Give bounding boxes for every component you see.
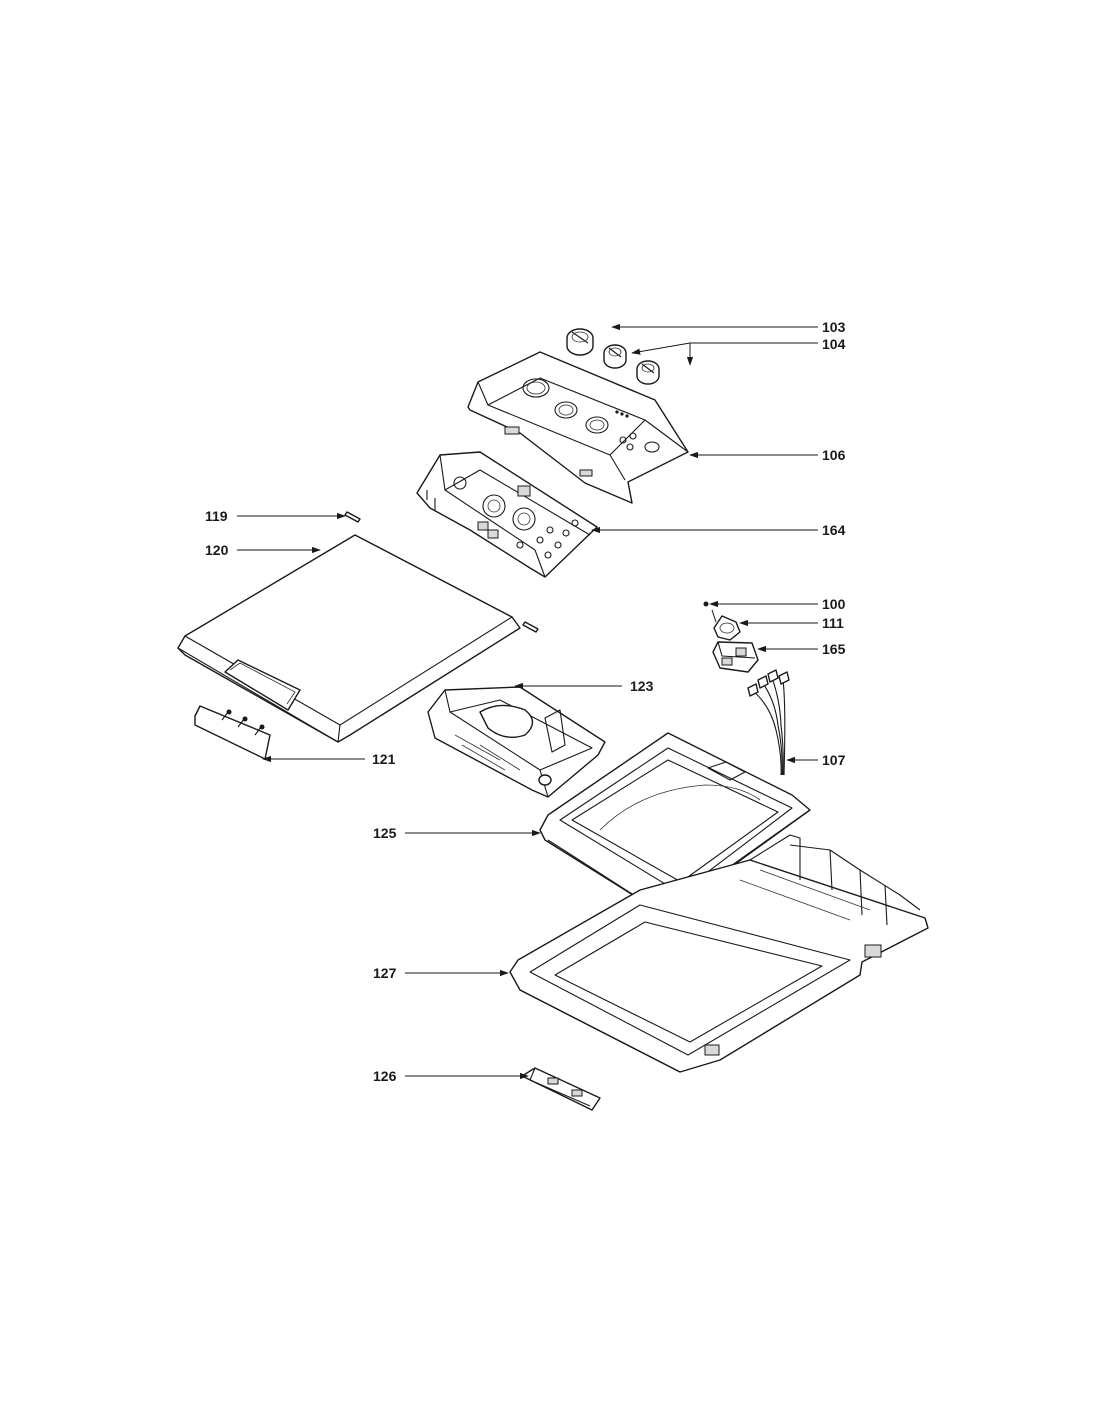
callout-100: 100 — [822, 596, 846, 612]
part-107-wire-harness — [747, 669, 790, 776]
part-121-lid-handle — [194, 705, 271, 760]
callout-111: 111 — [822, 615, 844, 631]
callout-119: 119 — [205, 508, 228, 524]
callout-104: 104 — [822, 336, 846, 352]
part-165-lid-switch — [712, 641, 759, 673]
leader-104a — [631, 342, 691, 355]
callout-165: 165 — [822, 641, 846, 657]
callout-labels: 103 104 106 164 119 120 100 111 165 123 … — [205, 319, 846, 1084]
part-111-cap — [711, 609, 741, 641]
part-103-knob — [566, 328, 594, 356]
callout-121: 121 — [372, 751, 396, 767]
part-106-control-console — [467, 351, 689, 504]
part-104-knob-b — [636, 360, 660, 385]
callout-126: 126 — [373, 1068, 397, 1084]
callout-120: 120 — [205, 542, 229, 558]
callout-106: 106 — [822, 447, 846, 463]
leader-lines — [237, 323, 818, 1080]
part-104-knob-a — [603, 344, 627, 369]
callout-103: 103 — [822, 319, 846, 335]
part-100-screw — [703, 601, 709, 607]
callout-127: 127 — [373, 965, 397, 981]
part-123-dispenser — [427, 686, 606, 798]
callout-164: 164 — [822, 522, 846, 538]
part-125-tub-ring — [539, 732, 811, 916]
part-126-strike — [521, 1067, 601, 1111]
callout-125: 125 — [373, 825, 397, 841]
part-120-lid — [177, 534, 521, 743]
callout-107: 107 — [822, 752, 846, 768]
part-164-control-board — [416, 451, 598, 578]
callout-123: 123 — [630, 678, 654, 694]
part-127-top-frame — [509, 834, 929, 1073]
